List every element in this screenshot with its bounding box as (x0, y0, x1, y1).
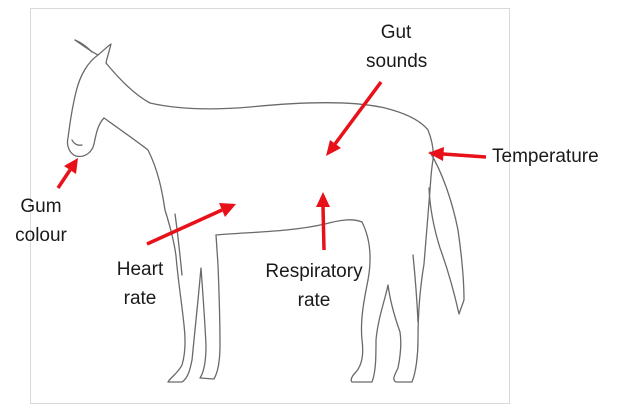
respiratory-rate-arrow (316, 192, 330, 250)
label-gut-sounds: Gut sounds (366, 18, 426, 76)
label-heart-rate-line2: rate (108, 284, 172, 313)
temperature-arrow (428, 147, 486, 161)
label-heart-rate-line1: Heart (108, 255, 172, 284)
horse-belly (216, 220, 362, 235)
label-gum-colour: Gum colour (4, 192, 78, 250)
label-respiratory-rate-line1: Respiratory (248, 257, 380, 286)
gum-colour-arrow (58, 158, 78, 188)
label-respiratory-rate: Respiratory rate (248, 257, 380, 315)
horse-tail (429, 152, 464, 314)
horse-chest-forelegs (104, 118, 220, 382)
horse-nostril (72, 140, 82, 145)
label-gum-colour-line2: colour (4, 221, 78, 250)
horse-outline (67, 40, 464, 382)
label-heart-rate: Heart rate (108, 255, 172, 313)
label-gut-sounds-line1: Gut (366, 18, 426, 47)
heart-rate-arrow (147, 203, 236, 244)
label-temperature-line1: Temperature (492, 142, 599, 171)
label-gut-sounds-line2: sounds (366, 47, 426, 76)
label-gum-colour-line1: Gum (4, 192, 78, 221)
label-temperature: Temperature (492, 142, 599, 171)
gut-sounds-arrow (326, 82, 381, 156)
label-respiratory-rate-line2: rate (248, 286, 380, 315)
